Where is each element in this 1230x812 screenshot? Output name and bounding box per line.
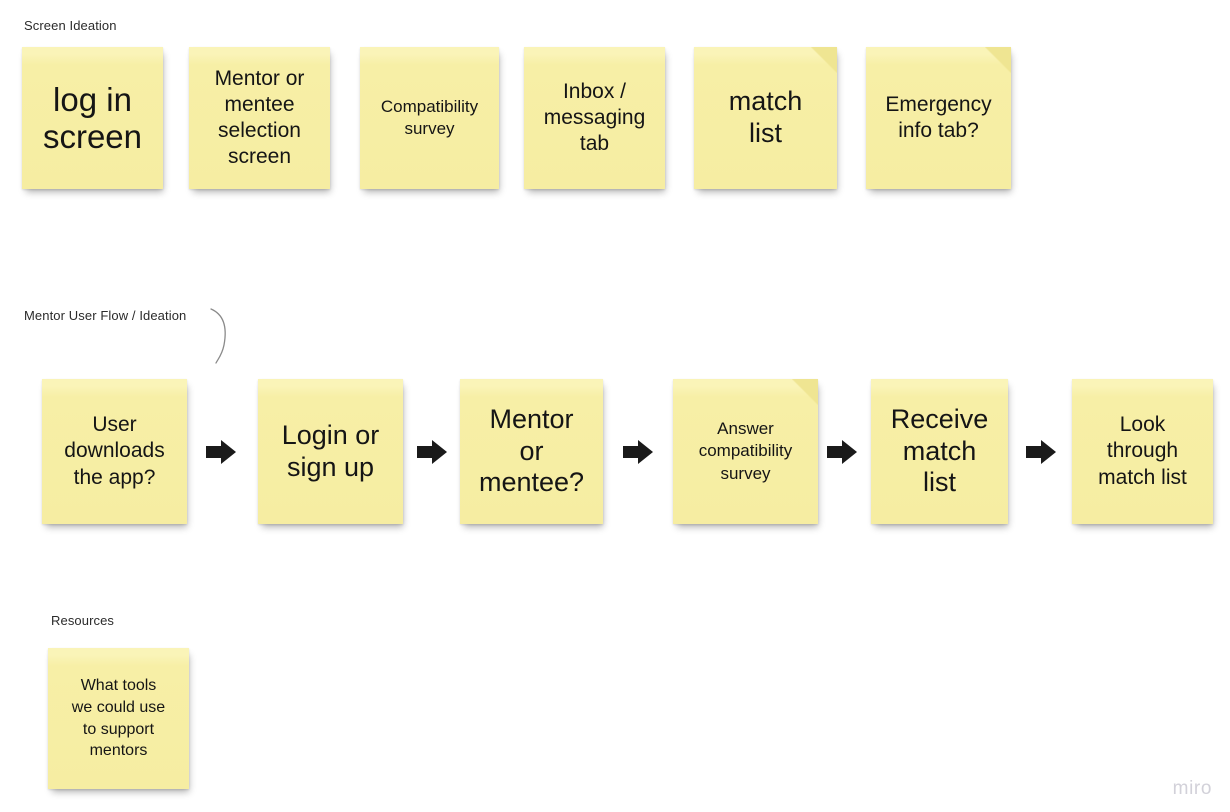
sticky-note[interactable]: What tools we could use to support mento… [48, 648, 189, 789]
sticky-note-text: Emergency info tab? [885, 92, 992, 142]
sticky-note[interactable]: Mentor or mentee selection screen [189, 47, 330, 189]
sticky-note[interactable]: match list [694, 47, 837, 189]
flow-arrow-icon [827, 439, 857, 465]
sticky-note-text: Login or sign up [281, 419, 380, 482]
flow-arrow-icon [1026, 439, 1056, 465]
sticky-note[interactable]: Mentor or mentee? [460, 379, 603, 524]
sticky-note-text: Answer compatibility survey [698, 418, 793, 483]
sticky-note[interactable]: Look through match list [1072, 379, 1213, 524]
sticky-note[interactable]: Receive match list [871, 379, 1008, 524]
miro-watermark: miro [1172, 778, 1212, 799]
flow-arrow-icon [623, 439, 653, 465]
section-label-resources[interactable]: Resources [51, 613, 115, 628]
sticky-note-text: log in screen [42, 80, 143, 155]
flow-arrow-icon [206, 439, 236, 465]
sticky-note[interactable]: User downloads the app? [42, 379, 187, 524]
sticky-note[interactable]: Login or sign up [258, 379, 403, 524]
sticky-note-text: User downloads the app? [64, 413, 165, 489]
sticky-note[interactable]: Emergency info tab? [866, 47, 1011, 189]
sticky-note-text: match list [728, 86, 803, 148]
sticky-note[interactable]: Compatibility survey [360, 47, 499, 189]
flow-arrow-icon [417, 439, 447, 465]
sticky-note-text: Inbox / messaging tab [543, 79, 646, 156]
sticky-note-text: Mentor or mentee? [478, 404, 585, 498]
section-label-mentor-user-flow[interactable]: Mentor User Flow / Ideation [24, 308, 187, 323]
label-curve-connector [205, 303, 239, 369]
sticky-note-text: Receive match list [890, 404, 989, 498]
sticky-note[interactable]: Inbox / messaging tab [524, 47, 665, 189]
sticky-note-text: Compatibility survey [380, 96, 479, 138]
section-label-screen-ideation[interactable]: Screen Ideation [24, 18, 117, 33]
sticky-note[interactable]: Answer compatibility survey [673, 379, 818, 524]
sticky-note-text: What tools we could use to support mento… [71, 677, 166, 760]
sticky-note-text: Mentor or mentee selection screen [214, 66, 305, 169]
sticky-note-text: Look through match list [1098, 413, 1187, 489]
sticky-note[interactable]: log in screen [22, 47, 163, 189]
